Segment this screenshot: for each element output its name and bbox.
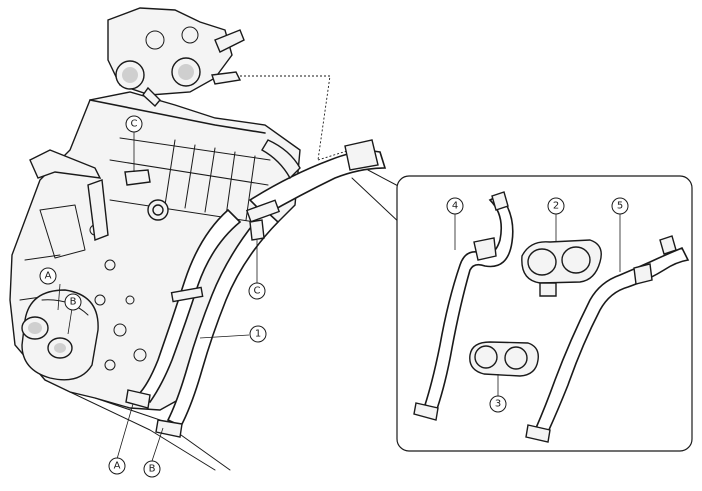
callout-4: 4 [446, 197, 464, 215]
bracket-part-2 [521, 239, 602, 297]
hose-part-5 [525, 235, 690, 443]
svg-text:B: B [149, 464, 156, 475]
callout-2: 2 [547, 197, 565, 215]
oil-cooler [21, 289, 99, 381]
callout-a-upper: A [39, 267, 57, 285]
main-hose-assembly [124, 139, 387, 438]
svg-text:C: C [131, 119, 138, 130]
svg-text:C: C [254, 286, 261, 297]
callout-5: 5 [611, 197, 629, 215]
svg-text:5: 5 [617, 201, 623, 212]
callout-b-lower: B [143, 460, 161, 478]
bracket-part-3 [469, 341, 539, 377]
svg-text:B: B [70, 297, 77, 308]
hose-part-4 [413, 191, 514, 421]
callout-b-upper: B [64, 293, 82, 311]
svg-text:A: A [114, 461, 121, 472]
thermostat-housing [107, 7, 351, 161]
callout-3: 3 [489, 395, 507, 413]
callout-1: 1 [249, 325, 267, 343]
detail-enlargement [351, 169, 693, 452]
callout-c-upper: C [125, 115, 143, 133]
svg-text:4: 4 [452, 201, 458, 212]
callout-a-lower: A [108, 457, 126, 475]
svg-text:3: 3 [495, 399, 501, 410]
svg-text:A: A [45, 271, 52, 282]
svg-text:1: 1 [255, 329, 261, 340]
svg-text:2: 2 [553, 201, 559, 212]
callout-c-lower: C [248, 282, 266, 300]
